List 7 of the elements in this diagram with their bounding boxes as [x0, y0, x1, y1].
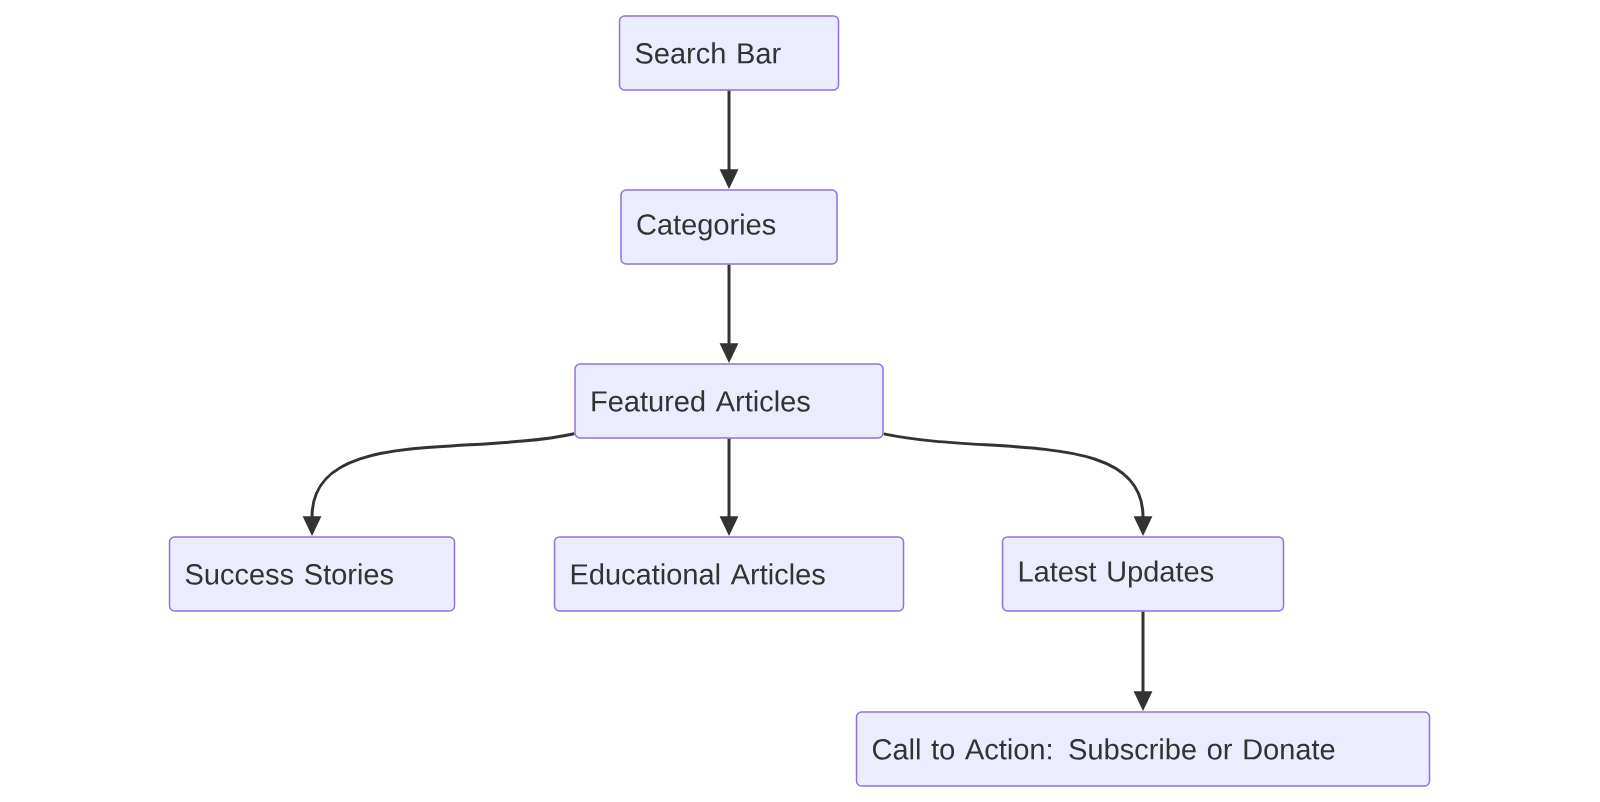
process-box: Featured Articles: [574, 363, 884, 439]
process-box: Search Bar: [618, 15, 840, 91]
process-box: Success Stories: [168, 536, 456, 612]
process-box: Call to Action: Subscribe or Donate: [855, 711, 1431, 787]
process-box: Educational Articles: [553, 536, 905, 612]
process-box: Latest Updates: [1001, 536, 1285, 612]
process-box: Categories: [620, 189, 838, 265]
